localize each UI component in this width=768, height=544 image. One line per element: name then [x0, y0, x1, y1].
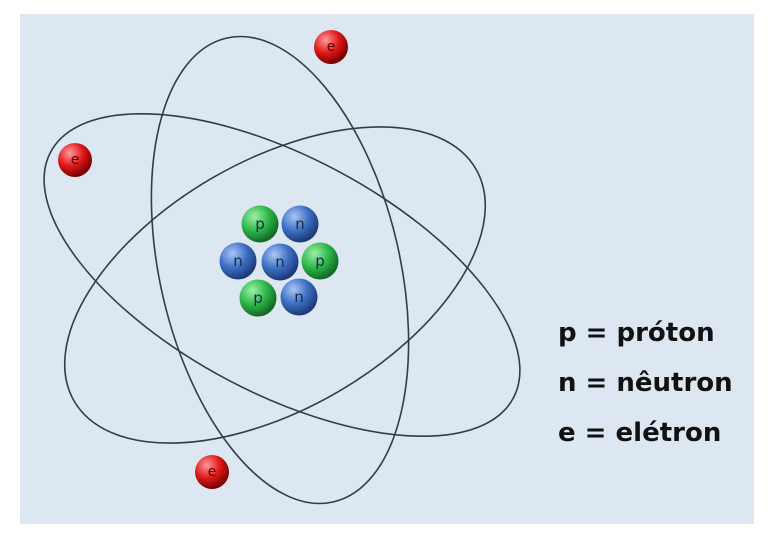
electron-label: e	[327, 39, 336, 55]
legend-electron: e = elétron	[558, 418, 722, 448]
electron-particle: e	[58, 143, 92, 177]
neutron-label: n	[233, 252, 243, 270]
electron-label: e	[71, 152, 80, 168]
electron-label: e	[208, 464, 217, 480]
diagram-background	[20, 14, 754, 524]
neutron-label: n	[294, 288, 304, 306]
proton-particle: p	[239, 279, 277, 317]
proton-particle: p	[301, 242, 339, 280]
legend-neutron: n = nêutron	[558, 368, 733, 398]
orbit-tilted-left	[43, 113, 521, 437]
legend-proton: p = próton	[558, 318, 715, 348]
electrons: e e e	[58, 30, 348, 489]
electron-particle: e	[314, 30, 348, 64]
neutron-label: n	[295, 215, 305, 233]
proton-label: p	[255, 215, 265, 233]
neutron-label: n	[275, 253, 285, 271]
proton-label: p	[315, 252, 325, 270]
nucleus: p n n n p p n	[219, 205, 339, 317]
neutron-particle: n	[280, 278, 318, 316]
proton-label: p	[253, 289, 263, 307]
orbits	[43, 35, 521, 505]
orbit-vertical	[150, 35, 410, 505]
orbit-tilted-right	[63, 126, 487, 444]
electron-particle: e	[195, 455, 229, 489]
proton-particle: p	[241, 205, 279, 243]
neutron-particle: n	[261, 243, 299, 281]
neutron-particle: n	[219, 242, 257, 280]
neutron-particle: n	[281, 205, 319, 243]
legend: p = próton n = nêutron e = elétron	[558, 308, 733, 458]
